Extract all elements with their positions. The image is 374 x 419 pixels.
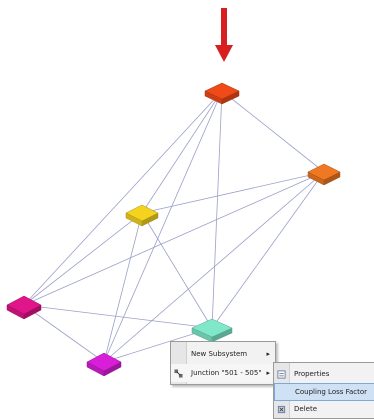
junction-icon: [174, 368, 183, 378]
junction-edges: [23, 90, 325, 363]
junction-edge-right-left[interactable]: [23, 171, 325, 306]
junction-edge-yellow-left[interactable]: [23, 212, 143, 306]
menu-item-label: New Subsystem: [191, 350, 248, 358]
menu-item-label: Junction "501 - 505": [191, 369, 262, 377]
junction-edge-top-bottom[interactable]: [103, 90, 223, 363]
menu-item-coupling-loss-factor[interactable]: Coupling Loss Factor: [274, 383, 374, 401]
menu-item-junction[interactable]: Junction "501 - 505" ▸: [171, 364, 275, 382]
subsystem-node-left[interactable]: [6, 295, 42, 320]
menu-item-delete[interactable]: Delete: [274, 400, 374, 418]
junction-edge-right-bottom[interactable]: [103, 171, 325, 363]
submenu-arrow-icon: ▸: [266, 369, 270, 377]
subsystem-node-bottom[interactable]: [86, 352, 122, 377]
junction-edge-left-teal[interactable]: [23, 304, 213, 329]
menu-item-label: Properties: [294, 370, 330, 378]
junction-edge-right-yellow[interactable]: [141, 171, 325, 214]
properties-icon: [277, 369, 286, 379]
menu-item-label: Coupling Loss Factor: [295, 388, 368, 396]
submenu-arrow-icon: ▸: [266, 350, 270, 358]
subsystem-nodes: [6, 82, 341, 377]
junction-edge-yellow-teal[interactable]: [141, 212, 213, 329]
junction-edge-top-left[interactable]: [23, 90, 223, 306]
delete-icon: [277, 405, 286, 413]
junction-edge-top-right[interactable]: [221, 90, 325, 173]
junction-edge-top-yellow[interactable]: [141, 90, 223, 214]
menu-item-properties[interactable]: Properties: [274, 365, 374, 383]
subsystem-node-right[interactable]: [307, 163, 341, 186]
junction-edge-left-bottom[interactable]: [23, 304, 105, 363]
subsystem-node-top[interactable]: [204, 82, 240, 105]
junction-submenu: Properties Coupling Loss Factor Delete: [273, 362, 374, 419]
menu-item-label: Delete: [294, 405, 317, 413]
context-menu: New Subsystem ▸ Junction "501 - 505" ▸: [170, 341, 276, 385]
junction-edge-yellow-bottom[interactable]: [103, 212, 143, 363]
junction-edge-right-teal[interactable]: [211, 171, 325, 329]
subsystem-node-teal[interactable]: [191, 318, 233, 343]
load-arrow: [215, 8, 233, 62]
subsystem-node-yellow[interactable]: [125, 204, 159, 227]
menu-item-new-subsystem[interactable]: New Subsystem ▸: [171, 345, 275, 363]
junction-edge-top-teal[interactable]: [211, 90, 223, 329]
